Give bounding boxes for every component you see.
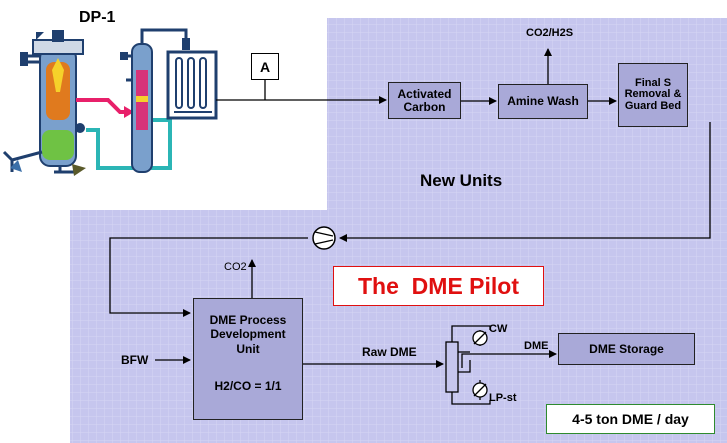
raw-dme-stream: Raw DME (362, 345, 417, 359)
activated-carbon-label: Activated Carbon (397, 86, 452, 114)
bfw-stream: BFW (121, 353, 149, 367)
capacity-box: 4-5 ton DME / day (546, 404, 715, 434)
dp1-equipment-icon (2, 30, 86, 176)
amine-wash-label: Amine Wash (507, 94, 579, 109)
new-units-title: New Units (420, 171, 503, 190)
separator-column-icon (445, 325, 491, 405)
diagram-title: DP-1 (79, 9, 116, 26)
lp-steam-stream: LP-st (489, 392, 517, 404)
pilot-title-box: The DME Pilot (333, 266, 544, 306)
marker-a-label: A (259, 58, 271, 75)
quench-column-icon (120, 28, 190, 173)
hot-stream-line (76, 98, 132, 114)
compressor-icon (312, 226, 336, 250)
co2-h2s-stream: CO2/H2S (526, 27, 574, 39)
dme-pdu-unit: DME Process Development Unit H2/CO = 1/1 (193, 298, 303, 420)
cw-stream: CW (489, 323, 508, 335)
final-s-removal-label: Final S Removal & Guard Bed (624, 76, 682, 112)
cool-stream-line (86, 118, 172, 170)
activated-carbon-unit: Activated Carbon (388, 82, 461, 119)
dme-pdu-ratio: H2/CO = 1/1 (214, 379, 282, 394)
dme-product-stream: DME (524, 340, 549, 352)
capacity-label: 4-5 ton DME / day (572, 411, 689, 427)
dme-pdu-label: DME Process Development Unit (209, 313, 287, 356)
co2-stream: CO2 (224, 261, 247, 273)
amine-wash-unit: Amine Wash (498, 84, 588, 119)
dme-storage-unit: DME Storage (558, 333, 695, 365)
dme-storage-label: DME Storage (589, 341, 664, 356)
marker-a-box: A (251, 53, 279, 80)
filter-unit-icon (166, 50, 218, 120)
final-s-removal-unit: Final S Removal & Guard Bed (618, 63, 688, 127)
pilot-title: The DME Pilot (358, 272, 519, 299)
